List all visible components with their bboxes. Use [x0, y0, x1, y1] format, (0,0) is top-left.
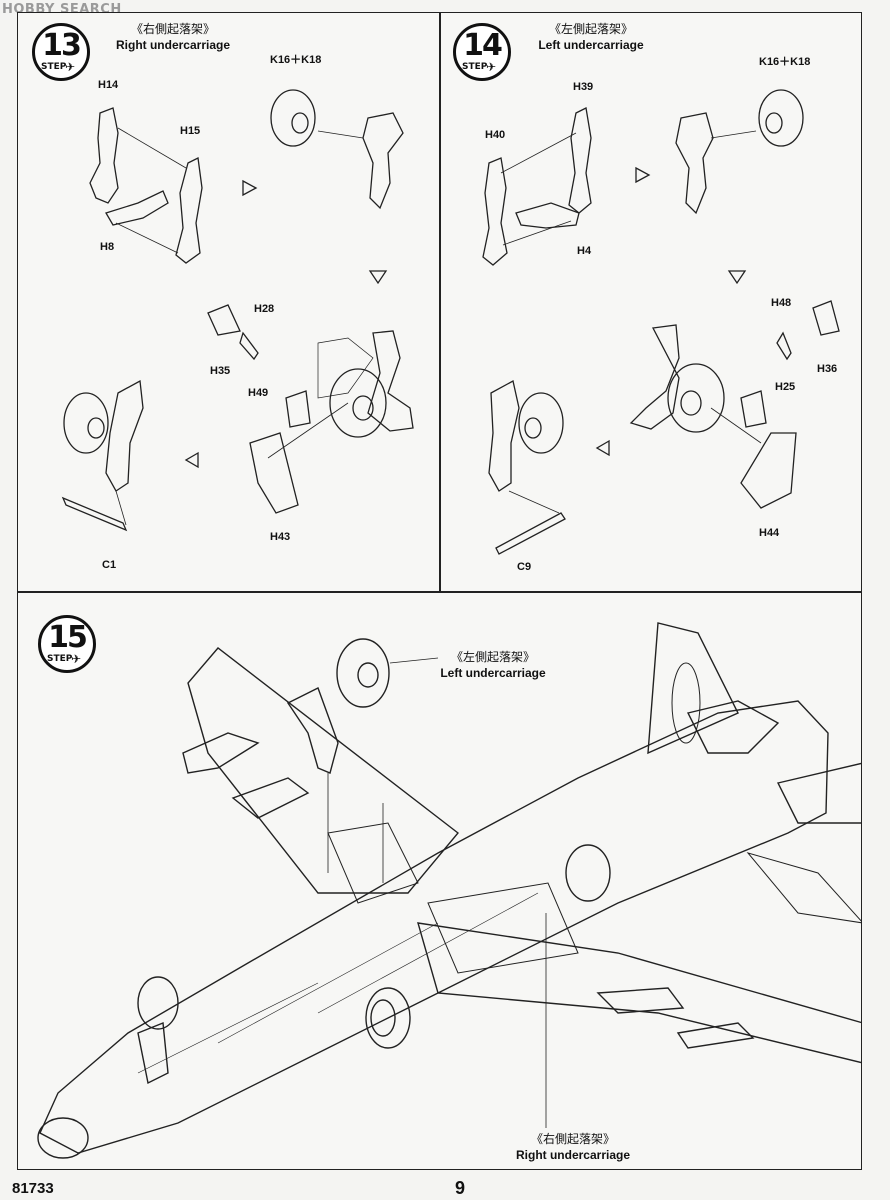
step-14-caption: 《左側起落架》 Left undercarriage — [516, 21, 666, 53]
part-label: H14 — [98, 79, 119, 91]
part-label: H49 — [248, 387, 269, 399]
step-13-badge: 13 STEP ✈ — [32, 23, 90, 81]
part-label: H39 — [573, 81, 594, 93]
plane-icon: ✈ — [486, 60, 497, 74]
callout-en: Left undercarriage — [440, 666, 546, 680]
part-label: H43 — [270, 531, 291, 543]
callout-cn: 《左側起落架》 — [450, 650, 535, 664]
part-label: K16＋K18 — [270, 54, 322, 66]
part-label: H40 — [485, 129, 506, 141]
step-15-panel: 15 STEP ✈ 《左側起落架》 Left undercarriage 《右側… — [17, 592, 862, 1170]
step-14-number: 14 — [463, 28, 503, 63]
step-14-caption-cn: 《左側起落架》 — [548, 22, 633, 36]
step-15-badge: 15 STEP ✈ — [38, 615, 96, 673]
plane-icon: ✈ — [71, 652, 82, 666]
step-13-caption-en: Right undercarriage — [115, 38, 231, 52]
step-13-caption: 《右側起落架》 Right undercarriage — [93, 21, 253, 53]
step-15-aircraft-diagram — [37, 622, 861, 1159]
step-15-word: STEP — [47, 654, 73, 664]
step-15-number: 15 — [48, 620, 88, 655]
step-14-diagram — [482, 89, 840, 555]
part-label: H28 — [254, 303, 275, 315]
part-label: K16＋K18 — [759, 56, 811, 68]
right-undercarriage-callout: 《右側起落架》 Right undercarriage — [498, 1131, 648, 1163]
part-label: H44 — [759, 527, 780, 539]
callout-en: Right undercarriage — [515, 1148, 631, 1162]
part-label: H48 — [771, 297, 792, 309]
step-14-badge: 14 STEP ✈ — [453, 23, 511, 81]
step-14-panel: 14 STEP ✈ 《左側起落架》 Left undercarriage H39… — [440, 12, 862, 592]
plane-icon: ✈ — [65, 60, 76, 74]
part-label: H36 — [817, 363, 838, 375]
step-13-diagram — [61, 89, 414, 532]
part-label: H35 — [210, 365, 231, 377]
part-label: C9 — [517, 561, 532, 573]
step-13-caption-cn: 《右側起落架》 — [130, 22, 215, 36]
step-13-panel: 13 STEP ✈ 《右側起落架》 Right undercarriage H1… — [17, 12, 440, 592]
page-number: 9 — [455, 1178, 466, 1198]
step-13-number: 13 — [42, 28, 82, 63]
part-label: H25 — [775, 381, 796, 393]
step-13-word: STEP — [41, 62, 67, 72]
left-undercarriage-callout: 《左側起落架》 Left undercarriage — [423, 649, 563, 681]
part-label: C1 — [102, 559, 117, 571]
callout-cn: 《右側起落架》 — [530, 1132, 615, 1146]
step-14-caption-en: Left undercarriage — [538, 38, 644, 52]
product-code: 81733 — [12, 1180, 54, 1197]
part-label: H4 — [577, 245, 592, 257]
step-14-word: STEP — [462, 62, 488, 72]
part-label: H15 — [180, 125, 201, 137]
part-label: H8 — [100, 241, 115, 253]
